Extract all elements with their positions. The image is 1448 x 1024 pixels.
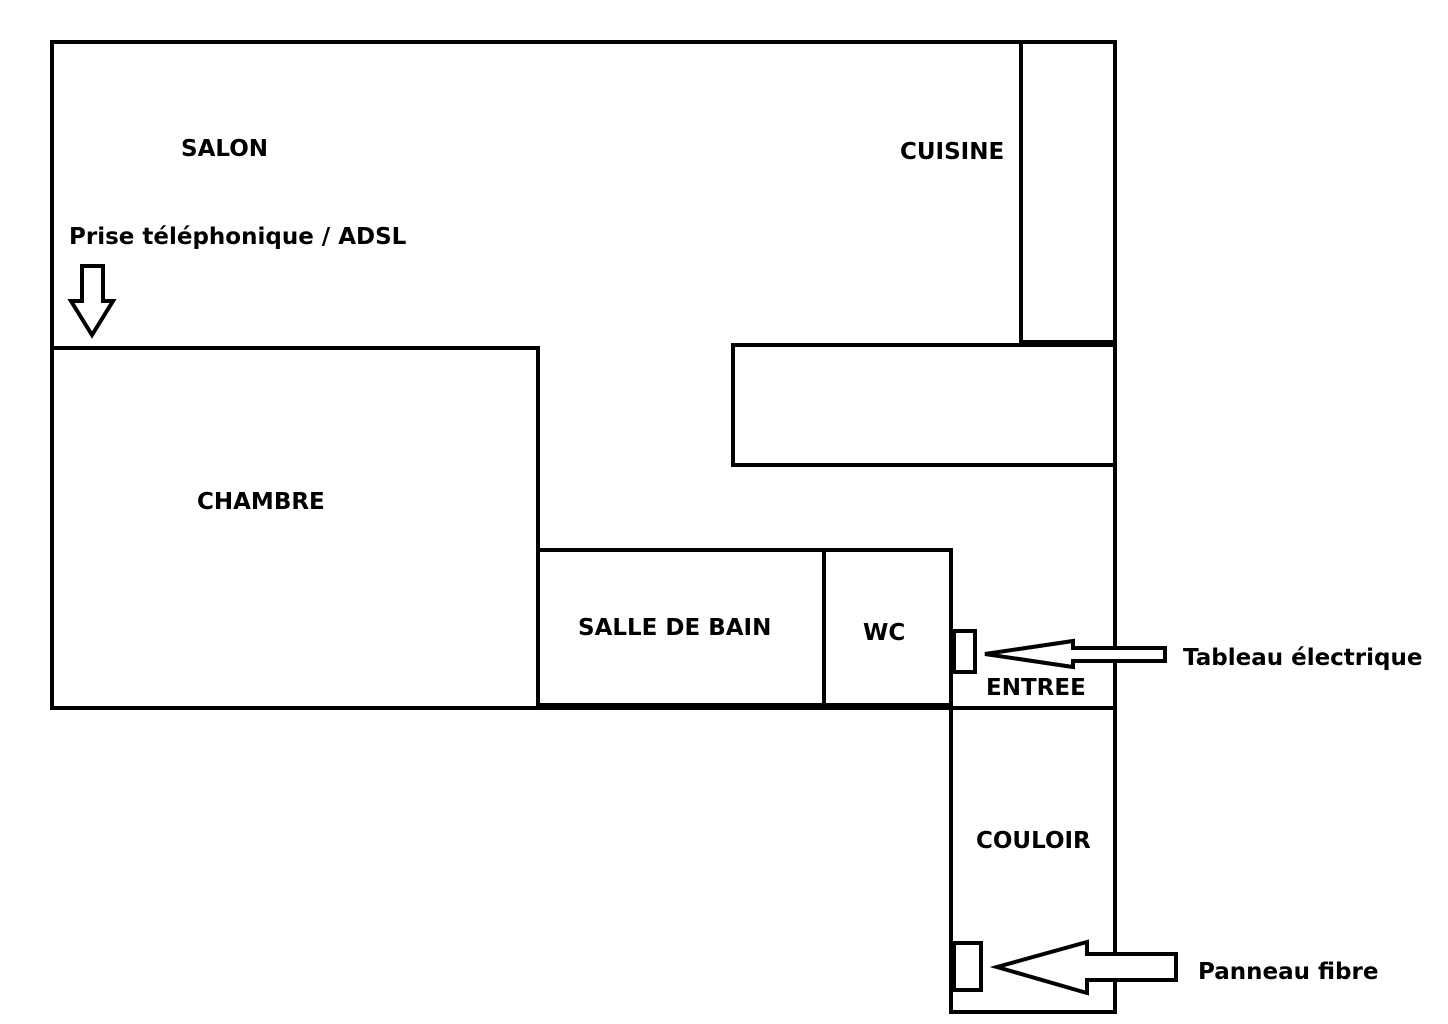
outer-wall bbox=[50, 40, 1117, 1014]
electrical-panel-box bbox=[952, 629, 977, 674]
fiber-panel-box bbox=[952, 941, 983, 992]
room-label-salon: SALON bbox=[181, 136, 268, 162]
room-label-entree: ENTREE bbox=[986, 675, 1086, 701]
annotation-phone-outlet: Prise téléphonique / ADSL bbox=[69, 224, 407, 250]
phone-outlet-arrow-icon bbox=[67, 264, 117, 339]
room-label-salle-de-bain: SALLE DE BAIN bbox=[578, 615, 771, 641]
annotation-fiber-panel: Panneau fibre bbox=[1198, 959, 1378, 985]
chambre-wall bbox=[50, 346, 540, 710]
room-label-cuisine: CUISINE bbox=[900, 139, 1004, 165]
room-label-chambre: CHAMBRE bbox=[197, 489, 325, 515]
room-label-wc: WC bbox=[863, 620, 905, 646]
counter-block bbox=[731, 343, 1117, 467]
bathroom-wall bbox=[536, 548, 953, 710]
room-label-couloir: COULOIR bbox=[976, 828, 1091, 854]
electrical-panel-arrow-icon bbox=[984, 638, 1167, 670]
annotation-electrical-panel: Tableau électrique bbox=[1183, 645, 1422, 671]
fiber-panel-arrow-icon bbox=[989, 939, 1178, 996]
